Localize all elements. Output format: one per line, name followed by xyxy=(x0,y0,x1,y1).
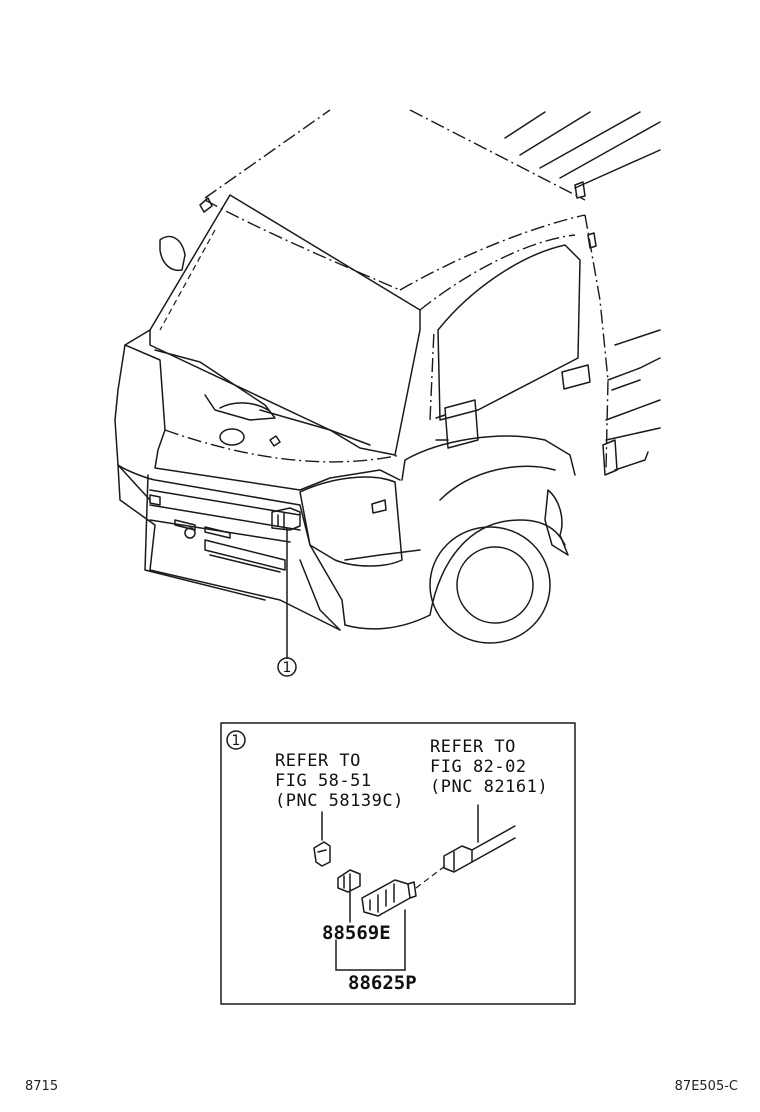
detail-callout-number: 1 xyxy=(232,733,241,749)
part-number-88569E: 88569E xyxy=(322,922,391,944)
refer-left-line3: (PNC 58139C) xyxy=(275,791,404,811)
footer-right-code: 87E505-C xyxy=(675,1079,738,1094)
socket-clip xyxy=(337,869,361,893)
socket-connector xyxy=(361,879,417,917)
detail-box: 1 REFER TO FIG 58-51 (PNC 58139C) REFER … xyxy=(220,722,576,1005)
harness-connector xyxy=(443,804,516,873)
refer-right-line1: REFER TO xyxy=(430,737,516,757)
refer-left-line2: FIG 58-51 xyxy=(275,771,372,791)
callout-1: 1 xyxy=(277,657,297,677)
part-number-88625P: 88625P xyxy=(348,972,417,994)
footer-left-code: 8715 xyxy=(25,1079,58,1094)
truck-illustration xyxy=(114,109,661,659)
refer-right-line3: (PNC 82161) xyxy=(430,777,548,797)
callout-1-number: 1 xyxy=(283,660,292,676)
bracket-clip xyxy=(313,811,331,867)
refer-right-line2: FIG 82-02 xyxy=(430,757,527,777)
refer-left-line1: REFER TO xyxy=(275,751,361,771)
